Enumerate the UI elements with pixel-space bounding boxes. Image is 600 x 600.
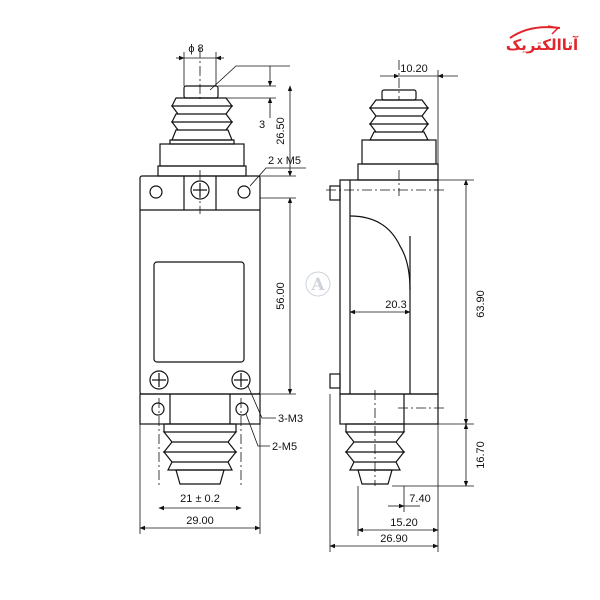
side-body <box>339 179 439 395</box>
label-bottom-screws: 2-M5 <box>272 441 297 453</box>
dim-body-width: 29.00 <box>186 515 214 527</box>
dim-plunger-top: 3 <box>259 119 265 131</box>
label-top-screws: 2 x M5 <box>268 155 301 167</box>
dim-plunger-offset: 10.20 <box>400 63 428 75</box>
side-top-bellows <box>368 99 430 141</box>
head-neck <box>159 143 245 167</box>
bottom-left-screw <box>149 370 169 390</box>
dim-bottom-plunger: 16.70 <box>475 441 487 469</box>
watermark-letter: A <box>310 275 325 295</box>
bottom-bellows <box>162 423 238 471</box>
side-bottom-base <box>339 393 439 425</box>
top-right-hole <box>237 185 251 199</box>
dim-head-height: 26.50 <box>275 117 287 145</box>
top-bellows <box>170 97 234 141</box>
side-view <box>326 60 446 486</box>
side-dimensions <box>329 70 474 552</box>
dim-bottom-width: 15.20 <box>390 517 418 529</box>
dim-total-depth: 26.90 <box>380 533 408 545</box>
top-center-screw <box>190 180 210 200</box>
dim-hole-spacing: 21 ± 0.2 <box>180 493 220 505</box>
logo-text: آتاالکتریک <box>506 36 579 54</box>
label-window <box>153 261 245 363</box>
brand-logo: آتاالکتریک <box>506 25 579 54</box>
cam-profile <box>349 215 411 291</box>
bottom-right-screw <box>231 370 251 390</box>
front-dimensions <box>139 52 306 534</box>
watermark-logo: A <box>305 271 331 297</box>
label-side-screws: 3-M3 <box>278 413 303 425</box>
dim-plunger-dia: ϕ 8 <box>188 43 203 55</box>
dim-total-height: 63.90 <box>475 290 487 318</box>
side-bottom-bellows <box>344 423 406 471</box>
dim-bottom-offset: 7.40 <box>409 493 430 505</box>
top-left-hole <box>149 185 163 199</box>
front-view <box>139 48 261 486</box>
dim-body-height: 56.00 <box>275 282 287 310</box>
dim-cam-depth: 20.3 <box>385 299 406 311</box>
bottom-base <box>139 393 261 425</box>
